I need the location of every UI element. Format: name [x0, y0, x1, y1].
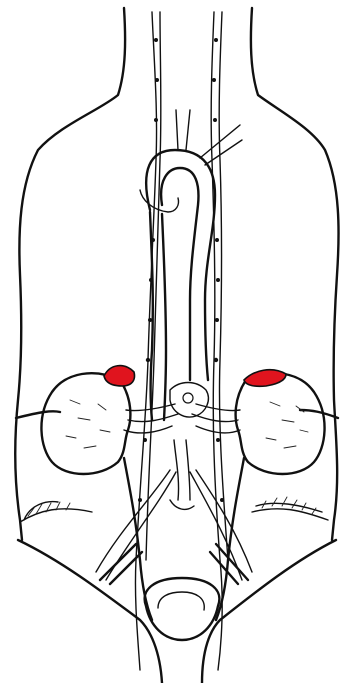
right-adrenal-gland: [244, 370, 286, 387]
urinary-bladder: [145, 578, 220, 640]
pelvic-basin: [18, 540, 336, 683]
left-kidney-texture: [66, 400, 110, 448]
left-ureter: [124, 458, 152, 620]
renal-vessels: [124, 383, 240, 433]
torso-right-edge: [251, 8, 339, 540]
supra-aortic-branches: [176, 110, 242, 165]
kidneys: [41, 373, 324, 474]
celiac-plexus: [170, 383, 208, 418]
great-vessels: [140, 110, 242, 420]
right-nerve-chain-2: [219, 12, 228, 560]
plexus-node: [183, 393, 193, 403]
torso-left-edge: [15, 8, 125, 540]
bladder-outline: [145, 578, 220, 640]
left-adrenal-gland: [104, 366, 135, 386]
torso-outline: [15, 8, 338, 683]
right-renal-vessels: [192, 404, 240, 433]
pelvic-floor-hatching: [28, 497, 316, 516]
right-kidney: [236, 373, 325, 474]
left-kidney: [41, 373, 130, 474]
sacral-plexus: [170, 440, 194, 509]
bladder-inner: [158, 592, 204, 610]
spinal-nerve-chains: [135, 12, 228, 670]
